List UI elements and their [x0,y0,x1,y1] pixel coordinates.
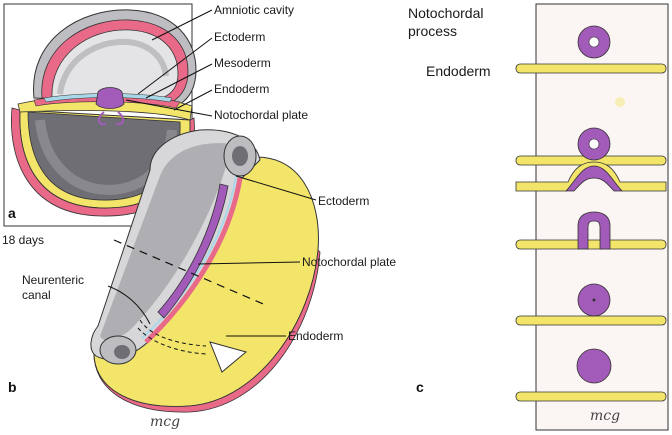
label-notochordal-process-2: process [408,23,457,39]
label-notochordal-plate-a: Notochordal plate [214,108,308,122]
notochordal-plate-b [157,183,229,319]
label-ectoderm-b: Ectoderm [318,194,369,208]
notochord-6 [576,348,612,384]
leader-neurenteric [107,285,151,325]
mesoderm-strip [144,177,243,344]
signature-c: mcg [590,408,620,424]
panel-c: Notochordal process Endoderm [408,3,669,431]
label-endoderm-a: Endoderm [214,82,269,96]
panel-b-letter: b [8,379,17,395]
cranial-opening [232,146,248,166]
disc-ectoderm [43,93,173,103]
label-notochordal-process-1: Notochordal [408,5,484,21]
stage-4 [515,211,667,250]
ectoderm-strip [141,175,237,339]
arrow-right [115,111,124,126]
panel-c-letter: c [416,379,424,395]
direction-arrow [209,341,248,373]
label-endoderm-c: Endoderm [426,63,491,79]
stage-1 [515,25,667,74]
label-notochordal-plate-b: Notochordal plate [302,255,396,269]
canal-dash-1 [139,319,207,347]
stage-6 [515,348,667,402]
endoderm-bar-4 [515,239,667,250]
label-age: 18 days [2,233,44,247]
label-mesoderm: Mesoderm [214,56,271,70]
label-endoderm-b: Endoderm [288,329,343,343]
panel-a-letter: a [8,205,16,221]
label-neurenteric-canal-1: Neurenteric [22,273,84,287]
panel-a-embryo [11,9,197,217]
notochordal-plate [95,87,125,109]
ectoderm-shadow [100,143,232,341]
panel-a: a [3,3,197,227]
panel-a-labels: Amniotic cavity Ectoderm Mesoderm Endode… [125,3,308,122]
endoderm-plate-rim [93,249,321,413]
canal-dash-2 [137,327,207,355]
stage-2 [515,127,667,166]
label-amniotic-cavity: Amniotic cavity [214,3,294,17]
label-ectoderm-a: Ectoderm [214,30,265,44]
panel-b-labels: Ectoderm Notochordal plate Neurenteric c… [22,175,396,343]
stage-3 [515,161,667,192]
yolk-sac-mesoderm [11,107,195,217]
notochordal-plate-4 [577,211,611,250]
endoderm-bar-1 [515,63,667,74]
signature-b: mcg [150,414,180,430]
stage-5 [515,283,667,326]
endoderm-bar-5 [515,315,667,326]
arrow-left [98,111,107,126]
notochordal-plate-3 [565,165,623,192]
caudal-opening [114,345,130,359]
label-neurenteric-canal-2: canal [22,288,51,302]
endoderm-bar-6 [515,391,667,402]
